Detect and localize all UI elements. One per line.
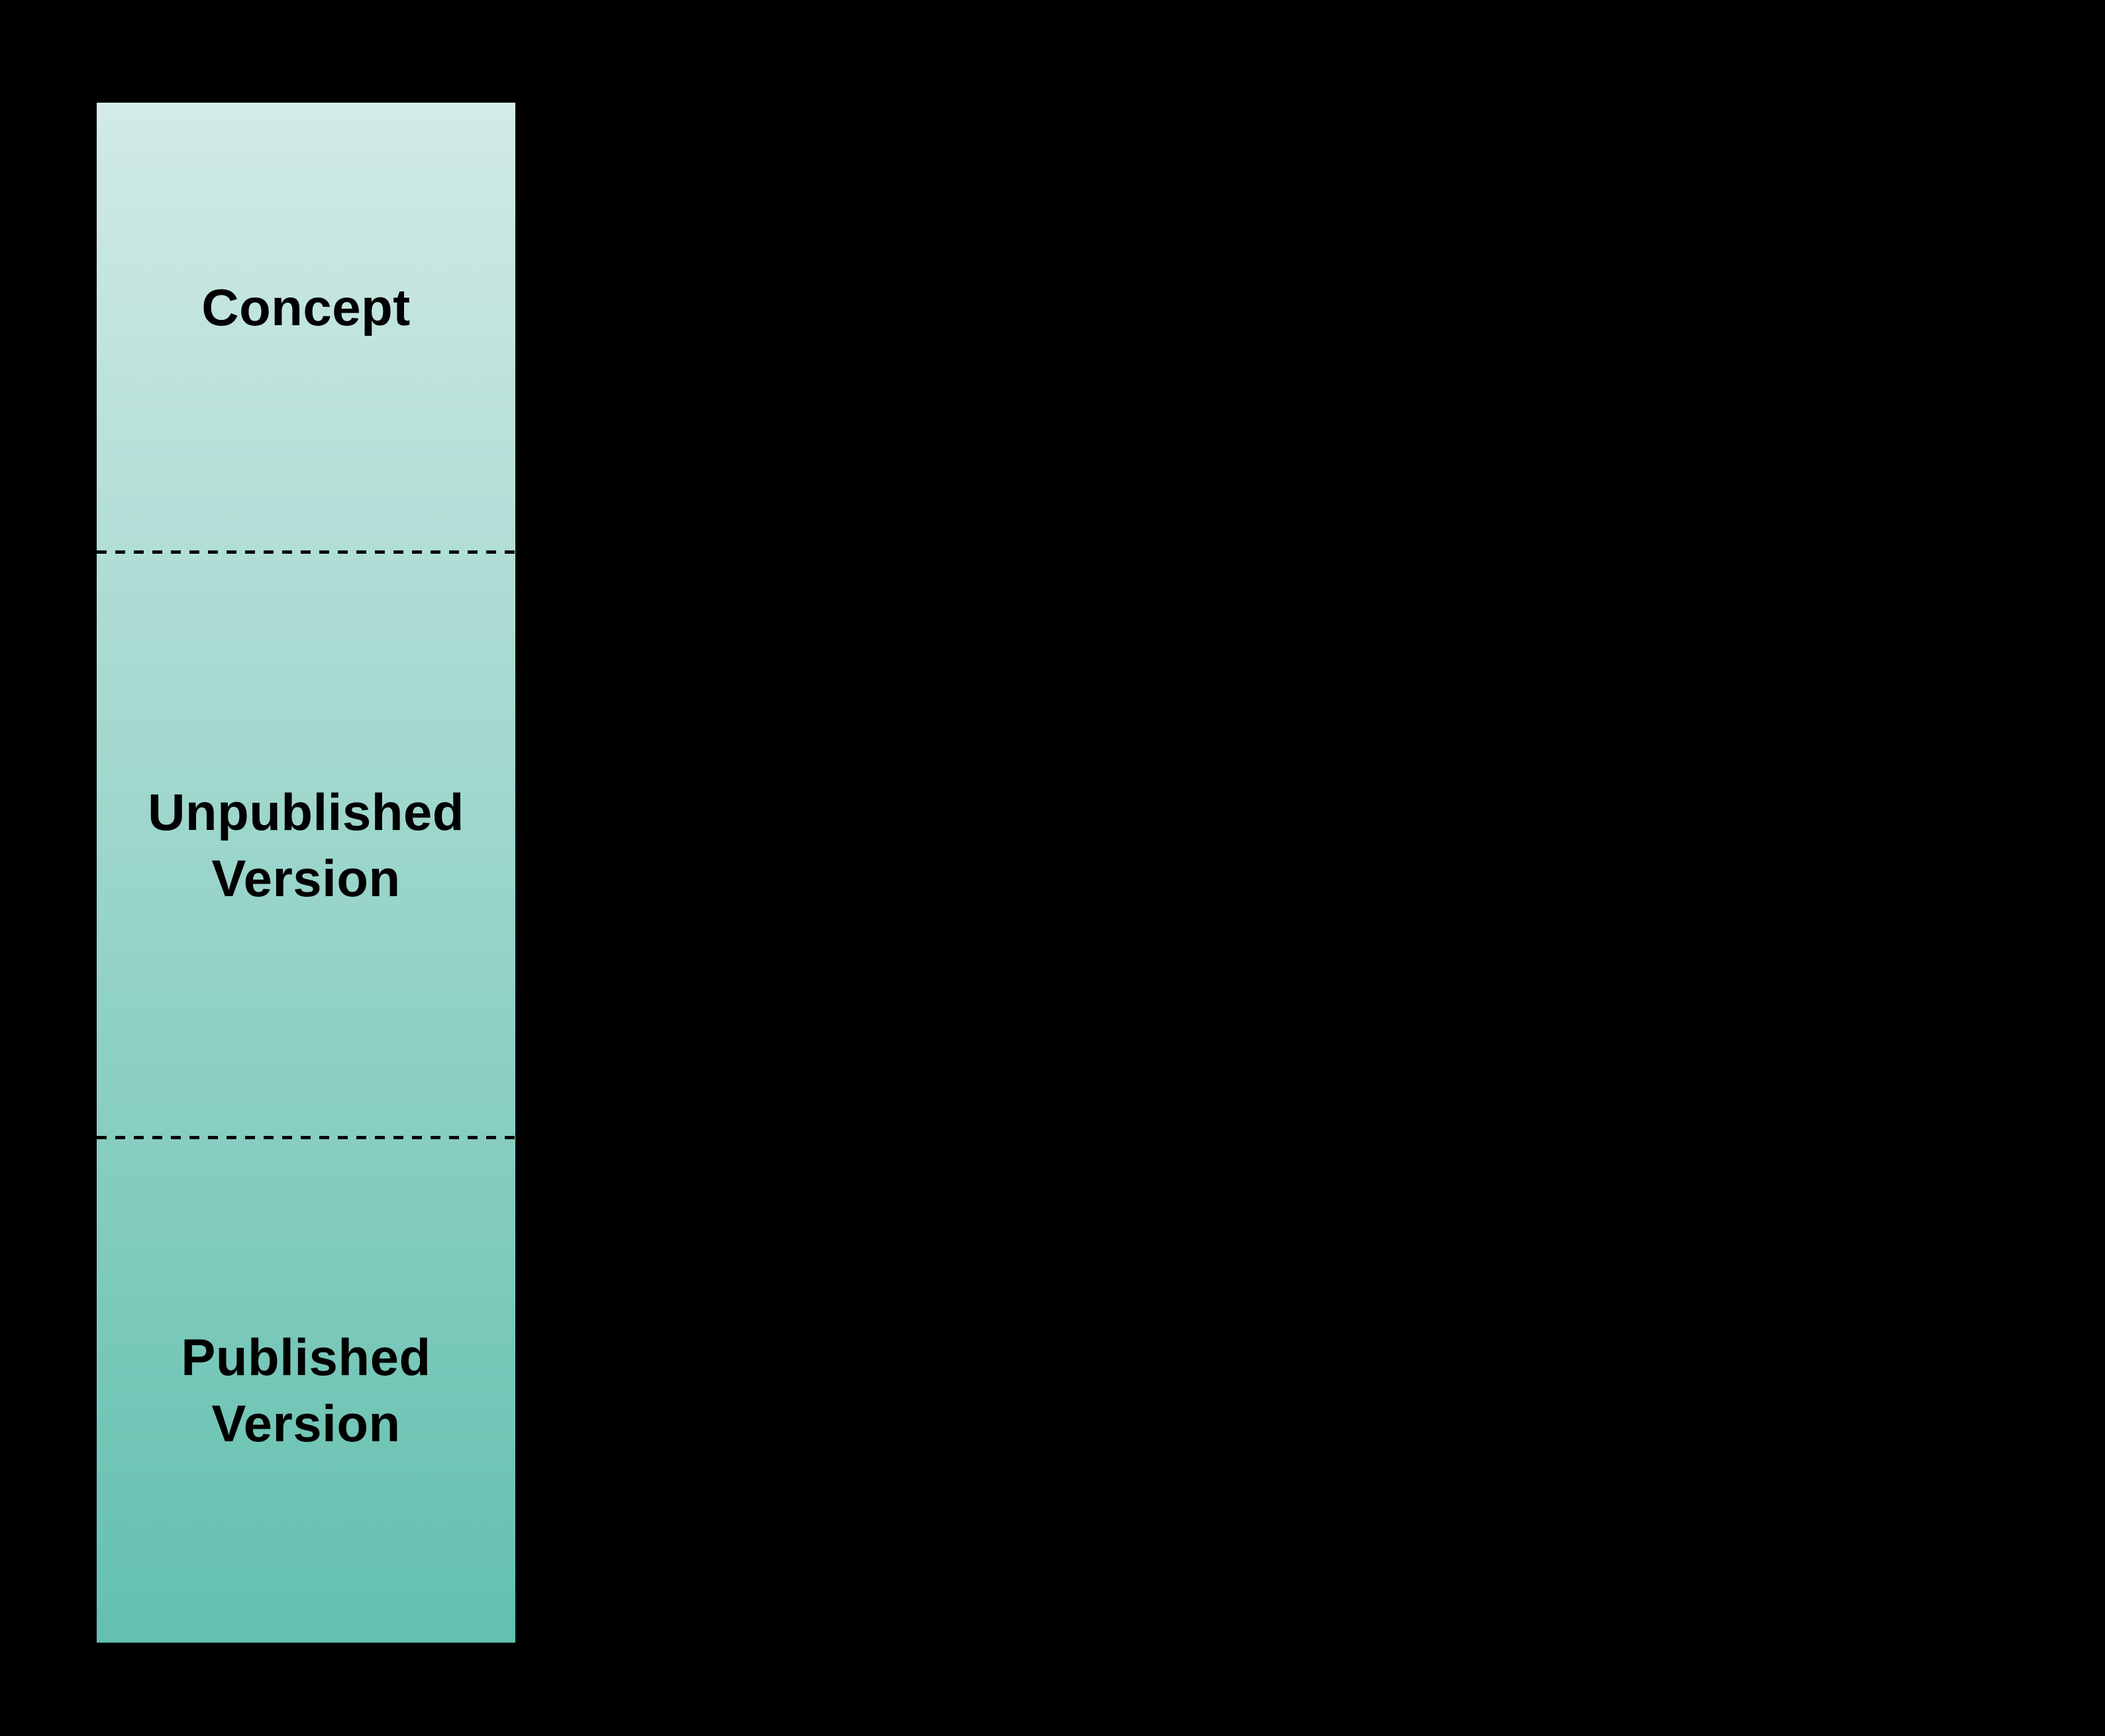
published-version-label: Published Version — [181, 1328, 431, 1453]
dashed-divider-concept-unpublished — [97, 550, 515, 554]
section-published-version: Published Version — [97, 1138, 515, 1643]
section-unpublished-version: Unpublished Version — [97, 552, 515, 1138]
section-concept: Concept — [97, 103, 515, 552]
version-lifecycle-lane: Concept Unpublished Version Published Ve… — [97, 103, 515, 1643]
concept-label: Concept — [201, 278, 411, 336]
unpublished-version-label: Unpublished Version — [148, 783, 464, 907]
dashed-divider-unpublished-published — [97, 1136, 515, 1139]
